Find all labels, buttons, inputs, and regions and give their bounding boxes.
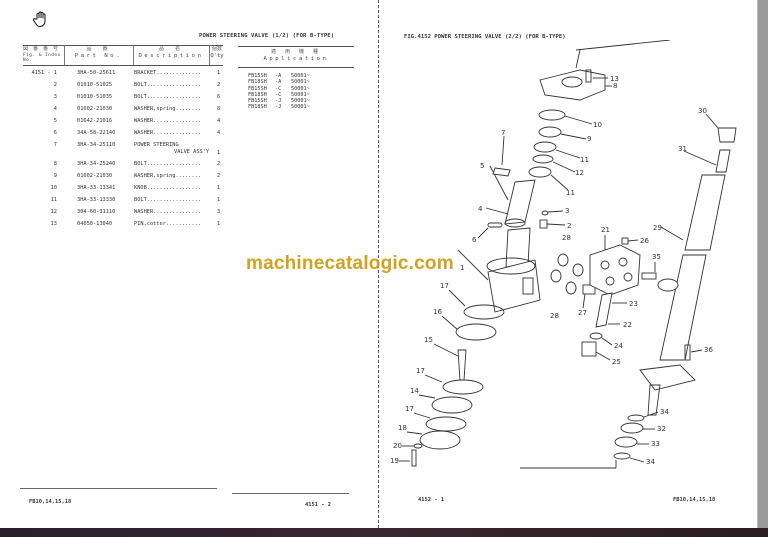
svg-text:30: 30 xyxy=(698,107,707,115)
svg-text:3: 3 xyxy=(565,207,569,215)
table-top-rule xyxy=(23,45,223,46)
figure-title: FIG.4152 POWER STEERING VALVE (2/2) (FOR… xyxy=(404,34,566,40)
footer-models: FB10,14,15,18 xyxy=(29,499,72,505)
page-divider xyxy=(378,0,379,528)
svg-text:21: 21 xyxy=(601,226,610,234)
taskbar xyxy=(0,528,768,537)
svg-text:27: 27 xyxy=(578,309,587,317)
svg-text:23: 23 xyxy=(629,300,638,308)
svg-text:17: 17 xyxy=(405,405,414,413)
svg-text:6: 6 xyxy=(472,236,477,244)
page-title: POWER STEERING VALVE (1/2) (FOR B-TYPE) xyxy=(199,33,335,39)
exploded-parts-diagram: 13 8 10 9 11 12 11 5 7 4 6 3 2 1 28 28 2… xyxy=(390,40,737,469)
left-page: POWER STEERING VALVE (1/2) (FOR B-TYPE) … xyxy=(0,0,378,528)
svg-text:29: 29 xyxy=(653,224,662,232)
svg-text:28: 28 xyxy=(550,312,559,320)
application-top-rule xyxy=(238,46,354,47)
footer-rule xyxy=(20,488,217,489)
svg-text:25: 25 xyxy=(612,358,621,366)
header-separator xyxy=(64,45,65,65)
svg-text:11: 11 xyxy=(580,156,589,164)
watermark: machinecatalogic.com xyxy=(246,253,454,274)
svg-text:32: 32 xyxy=(657,425,666,433)
header-separator xyxy=(209,45,210,65)
svg-text:9: 9 xyxy=(587,135,591,143)
svg-text:26: 26 xyxy=(640,237,649,245)
svg-text:28: 28 xyxy=(562,234,571,242)
footer-page-number: 4152 - 1 xyxy=(418,497,444,503)
svg-text:14: 14 xyxy=(410,387,419,395)
svg-text:33: 33 xyxy=(651,440,660,448)
svg-text:17: 17 xyxy=(440,282,449,290)
svg-text:7: 7 xyxy=(501,129,505,137)
svg-text:22: 22 xyxy=(623,321,632,329)
header-ref: 図 番 番 号 Fig. & Index No. xyxy=(23,46,61,63)
svg-text:10: 10 xyxy=(593,121,602,129)
svg-text:15: 15 xyxy=(424,336,433,344)
header-separator xyxy=(133,45,134,65)
svg-text:35: 35 xyxy=(652,253,661,261)
svg-text:17: 17 xyxy=(416,367,425,375)
header-part-no: 品 番 Part No. xyxy=(74,46,123,59)
svg-text:13: 13 xyxy=(610,75,619,83)
footer-page-number: 4151 - 2 xyxy=(305,502,331,508)
svg-text:12: 12 xyxy=(575,169,584,177)
svg-text:20: 20 xyxy=(393,442,402,450)
svg-text:24: 24 xyxy=(614,342,623,350)
svg-text:8: 8 xyxy=(613,82,617,90)
svg-text:34: 34 xyxy=(660,408,669,416)
application-header-rule xyxy=(238,67,354,68)
table-header-rule xyxy=(23,65,223,66)
svg-text:2: 2 xyxy=(567,222,571,230)
header-description: 品 名 Description xyxy=(138,46,204,59)
svg-text:4: 4 xyxy=(478,205,483,213)
svg-text:36: 36 xyxy=(704,346,713,354)
vertical-scrollbar[interactable] xyxy=(757,0,768,528)
header-application: 適 用 機 種 Application xyxy=(263,49,329,62)
svg-text:5: 5 xyxy=(480,162,484,170)
svg-text:18: 18 xyxy=(398,424,407,432)
svg-text:31: 31 xyxy=(678,145,687,153)
footer-rule xyxy=(232,493,349,494)
hand-pan-icon[interactable] xyxy=(33,10,49,28)
document-viewer: POWER STEERING VALVE (1/2) (FOR B-TYPE) … xyxy=(0,0,757,528)
header-qty: 個数 Q'ty xyxy=(210,46,224,59)
footer-models: FB10,14,15,18 xyxy=(673,497,716,503)
right-page: FIG.4152 POWER STEERING VALVE (2/2) (FOR… xyxy=(379,0,757,528)
svg-text:11: 11 xyxy=(566,189,575,197)
svg-text:19: 19 xyxy=(390,457,399,465)
svg-text:16: 16 xyxy=(433,308,442,316)
svg-text:34: 34 xyxy=(646,458,655,466)
svg-text:1: 1 xyxy=(460,264,464,272)
